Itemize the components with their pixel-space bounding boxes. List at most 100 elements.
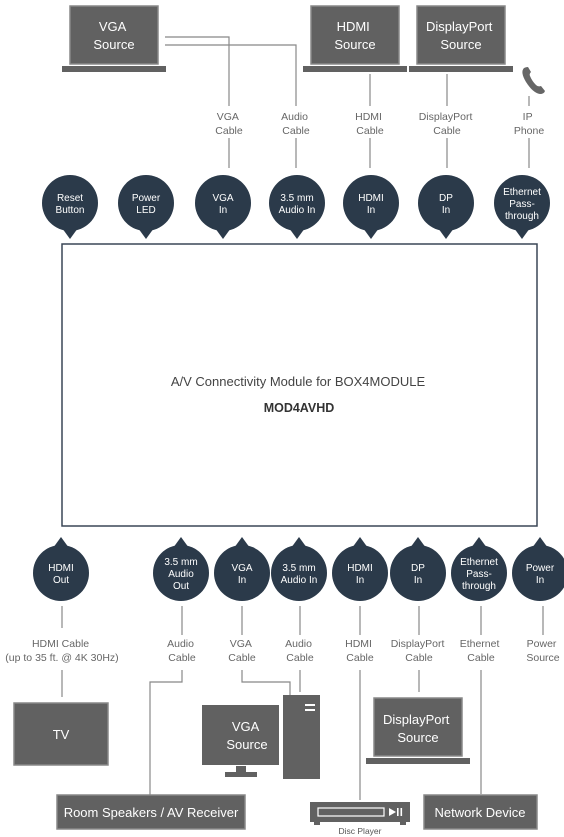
- top-dp-cable-label: DisplayPort Cable: [419, 111, 476, 137]
- module-model: MOD4AVHD: [264, 401, 335, 415]
- disc-player-label: Disc Player: [339, 826, 382, 836]
- hdmi-source-top-base: [303, 66, 407, 72]
- pc-tower: [283, 695, 320, 779]
- disc-player-play-icon: [389, 808, 396, 816]
- disc-player-foot-left: [314, 822, 320, 825]
- top-port-bubble: [195, 175, 251, 231]
- pc-tower-slot-2: [305, 709, 315, 711]
- bottom-port-bubble: [153, 545, 209, 601]
- tv-device: TV: [13, 702, 109, 766]
- top-hdmi-cable-label: HDMI Cable: [355, 111, 385, 137]
- disc-player-pause-bar-2: [400, 808, 403, 816]
- pc-monitor-neck: [236, 766, 246, 772]
- pc-monitor: [200, 703, 281, 767]
- top-port-pointer: [438, 228, 454, 239]
- bottom-port-pointer: [234, 537, 250, 548]
- line-vga-cable-to-pc: [241, 670, 291, 700]
- top-port-bubble: [494, 175, 550, 231]
- bottom-ethernet-cable-label: Ethernet Cable: [460, 638, 503, 664]
- dp-source-bottom-base: [366, 758, 470, 764]
- top-port-pointer: [138, 228, 154, 239]
- top-port-pointer: [289, 228, 305, 239]
- bottom-vga-cable-label: VGA Cable: [228, 638, 256, 664]
- vga-source-desktop: VGA Source: [200, 695, 320, 779]
- line-audio-cable-to-speakers: [149, 670, 183, 797]
- bottom-port-bubble: [390, 545, 446, 601]
- phone-icon: [522, 67, 545, 94]
- bottom-port-pointer: [291, 537, 307, 548]
- pc-monitor-stand: [225, 772, 257, 777]
- module-title: A/V Connectivity Module for BOX4MODULE: [171, 374, 426, 389]
- top-port-bubble: [42, 175, 98, 231]
- dp-source-bottom-laptop: DisplayPort Source: [366, 697, 470, 764]
- line-vga-source-to-cable: [165, 36, 230, 106]
- bottom-port-pointer: [410, 537, 426, 548]
- dp-source-top-laptop: DisplayPort Source: [409, 5, 513, 72]
- bottom-port-bubble: [33, 545, 89, 601]
- network-device-box: [423, 794, 538, 830]
- line-vga-source-audio-to-cable: [165, 44, 297, 106]
- bottom-port-bubble: [512, 545, 564, 601]
- dp-source-bottom-screen: [373, 697, 463, 757]
- pc-tower-slot-1: [305, 704, 315, 706]
- vga-source-bottom-label: VGA Source: [226, 719, 267, 752]
- bottom-port-bubble: [451, 545, 507, 601]
- dp-source-top-label: DisplayPort Source: [426, 19, 496, 52]
- top-ip-phone-label: IP Phone: [514, 111, 545, 137]
- network-device: Network Device: [423, 794, 538, 830]
- top-port-pointer: [215, 228, 231, 239]
- bottom-port-bubble: [214, 545, 270, 601]
- top-audio-cable-label: Audio Cable: [281, 111, 311, 137]
- disc-player-device: Disc Player: [310, 802, 410, 836]
- bottom-dp-cable-label: DisplayPort Cable: [391, 638, 448, 664]
- room-speakers-box: [56, 794, 246, 830]
- disc-player-body: [310, 802, 410, 822]
- top-connector-lines: [165, 36, 530, 168]
- bottom-port-pointer: [471, 537, 487, 548]
- bottom-audio-out-cable-label: Audio Cable: [167, 638, 197, 664]
- disc-player-foot-right: [400, 822, 406, 825]
- top-port-bubble: [269, 175, 325, 231]
- bottom-hdmi-cable-label: HDMI Cable (up to 35 ft. @ 4K 30Hz): [5, 638, 118, 664]
- top-port-bubble: [343, 175, 399, 231]
- dp-source-top-screen: [416, 5, 506, 65]
- bottom-audio-in-cable-label: Audio Cable: [285, 638, 315, 664]
- disc-player-tray: [317, 807, 385, 817]
- bottom-hdmi-in-cable-label: HDMI Cable: [345, 638, 375, 664]
- tv-screen: [13, 702, 109, 766]
- bottom-port-pointer: [352, 537, 368, 548]
- room-speakers-device: Room Speakers / AV Receiver: [56, 794, 246, 830]
- bottom-connector-lines: [61, 606, 544, 800]
- vga-source-top-laptop: VGA Source: [62, 5, 166, 72]
- vga-source-top-base: [62, 66, 166, 72]
- bottom-port-pointer: [173, 537, 189, 548]
- bottom-port-bubble: [332, 545, 388, 601]
